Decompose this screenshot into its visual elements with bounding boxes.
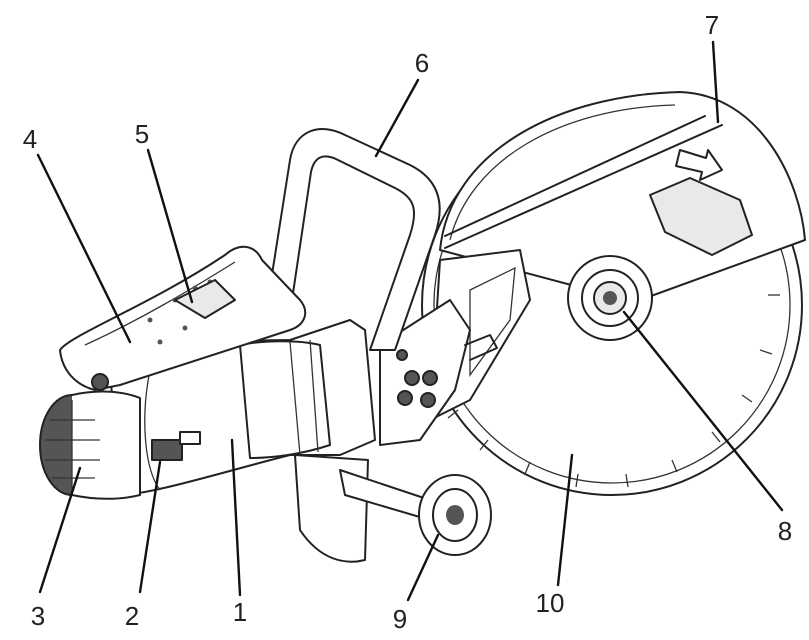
callout-6: 6 (415, 48, 429, 78)
throttle-trigger (174, 279, 236, 319)
air-intake-cap (39, 390, 141, 500)
callout-7: 7 (705, 10, 719, 40)
callout-4: 4 (23, 124, 37, 154)
rear-handle (59, 245, 307, 391)
callout-1: 1 (233, 597, 247, 627)
callout-3: 3 (31, 601, 45, 631)
callout-8: 8 (778, 516, 792, 546)
leader-lines (36, 40, 784, 602)
front-handle (267, 128, 441, 351)
callout-9: 9 (393, 604, 407, 634)
arm-housing (379, 299, 498, 446)
callout-2: 2 (125, 601, 139, 631)
power-switch (151, 431, 201, 461)
blade-flange (567, 255, 653, 341)
callout-5: 5 (135, 119, 149, 149)
callout-10: 10 (536, 588, 565, 618)
